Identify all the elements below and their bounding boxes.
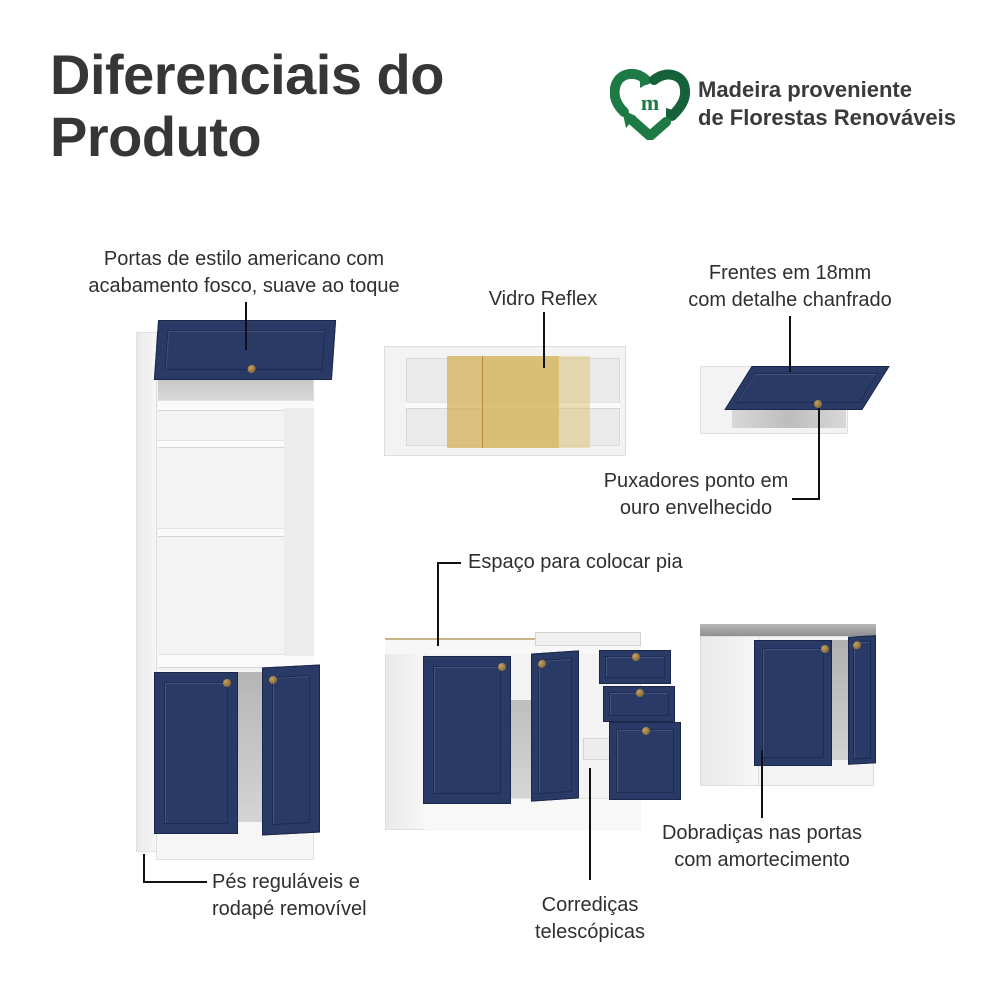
callout-handles-line2: ouro envelhecido: [619, 497, 773, 519]
callout-glass-line1: Vidro Reflex: [488, 288, 598, 310]
callout-handles: Puxadores ponto em ouro envelhecido: [580, 468, 812, 522]
leader-line-hinges: [761, 750, 763, 818]
callout-slides-line1: Corrediças: [541, 894, 639, 916]
gold-knob-icon: [498, 663, 506, 671]
callout-sink-line1: Espaço para colocar pia: [468, 551, 683, 573]
callout-fronts-line2: com detalhe chanfrado: [688, 289, 892, 311]
reflex-glass-door-1: [447, 356, 482, 448]
callout-feet-line2: rodapé removível: [212, 898, 367, 920]
leader-line-feet-h: [143, 881, 207, 883]
gold-knob-icon: [632, 653, 640, 661]
callout-hinges: Dobradiças nas portas com amortecimento: [640, 820, 884, 874]
leader-line-handles-v: [818, 408, 820, 500]
tall-cabinet-door-right: [262, 664, 320, 836]
callout-sink: Espaço para colocar pia: [468, 549, 683, 576]
callout-fronts: Frentes em 18mm com detalhe chanfrado: [660, 260, 920, 314]
gold-knob-icon: [223, 679, 231, 687]
drawer-1: [599, 650, 671, 684]
page-title: Diferenciais do Produto: [50, 44, 444, 168]
two-door-base-cabinet: [698, 620, 878, 792]
callout-doors-line1: Portas de estilo americano com: [103, 248, 385, 270]
page-title-line2: Produto: [50, 105, 262, 168]
badge-line2: de Florestas Renováveis: [698, 105, 957, 130]
tall-oven-cabinet: [134, 320, 337, 865]
gold-knob-icon: [814, 400, 822, 408]
recycle-heart-m-icon: m: [609, 68, 691, 143]
leader-line-doors: [245, 302, 247, 350]
leader-line-handles-h: [792, 498, 820, 500]
callout-feet: Pés reguláveis e rodapé removível: [212, 869, 367, 923]
svg-text:m: m: [641, 90, 659, 115]
gold-knob-icon: [821, 645, 829, 653]
page-title-line1: Diferenciais do: [50, 43, 444, 106]
reflex-glass-door-3: [558, 356, 590, 448]
callout-feet-line1: Pés reguláveis e: [212, 871, 360, 893]
callout-hinges-line1: Dobradiças nas portas: [661, 822, 863, 844]
drawer-3: [609, 722, 681, 800]
gold-knob-icon: [636, 689, 644, 697]
callout-slides-line2: telescópicas: [534, 921, 646, 943]
callout-fronts-line1: Frentes em 18mm: [708, 262, 872, 284]
sink-base-cabinet: [385, 630, 685, 835]
leader-line-feet: [143, 854, 145, 882]
base-cabinet-door-left: [754, 640, 832, 766]
badge-line1: Madeira proveniente: [698, 77, 912, 102]
callout-hinges-line2: com amortecimento: [674, 849, 850, 871]
tall-cabinet-door-left: [154, 672, 238, 834]
leader-line-glass: [543, 312, 545, 368]
callout-slides: Corrediças telescópicas: [510, 892, 670, 946]
renewable-wood-logo: m: [609, 66, 691, 143]
callout-doors: Portas de estilo americano com acabament…: [64, 246, 424, 300]
callout-doors-line2: acabamento fosco, suave ao toque: [88, 275, 400, 297]
renewable-wood-text: Madeira proveniente de Florestas Renováv…: [698, 76, 956, 132]
leader-line-fronts: [789, 316, 791, 372]
glass-wall-cabinet: [384, 346, 626, 456]
sink-cabinet-door-left: [423, 656, 511, 804]
reflex-glass-door-2: [482, 356, 559, 448]
base-cabinet-door-right: [848, 635, 876, 765]
leader-line-slides: [589, 768, 591, 880]
leader-line-sink-v: [437, 562, 439, 646]
leader-line-sink-h: [437, 562, 461, 564]
gold-knob-icon: [247, 365, 256, 373]
flip-up-wall-cabinet: [698, 364, 890, 436]
sink-cabinet-door-right: [531, 650, 579, 802]
drawer-2: [603, 686, 675, 722]
gold-knob-icon: [642, 727, 650, 735]
callout-handles-line1: Puxadores ponto em: [603, 470, 789, 492]
flip-up-front-panel: [724, 366, 890, 410]
callout-glass: Vidro Reflex: [470, 286, 616, 313]
